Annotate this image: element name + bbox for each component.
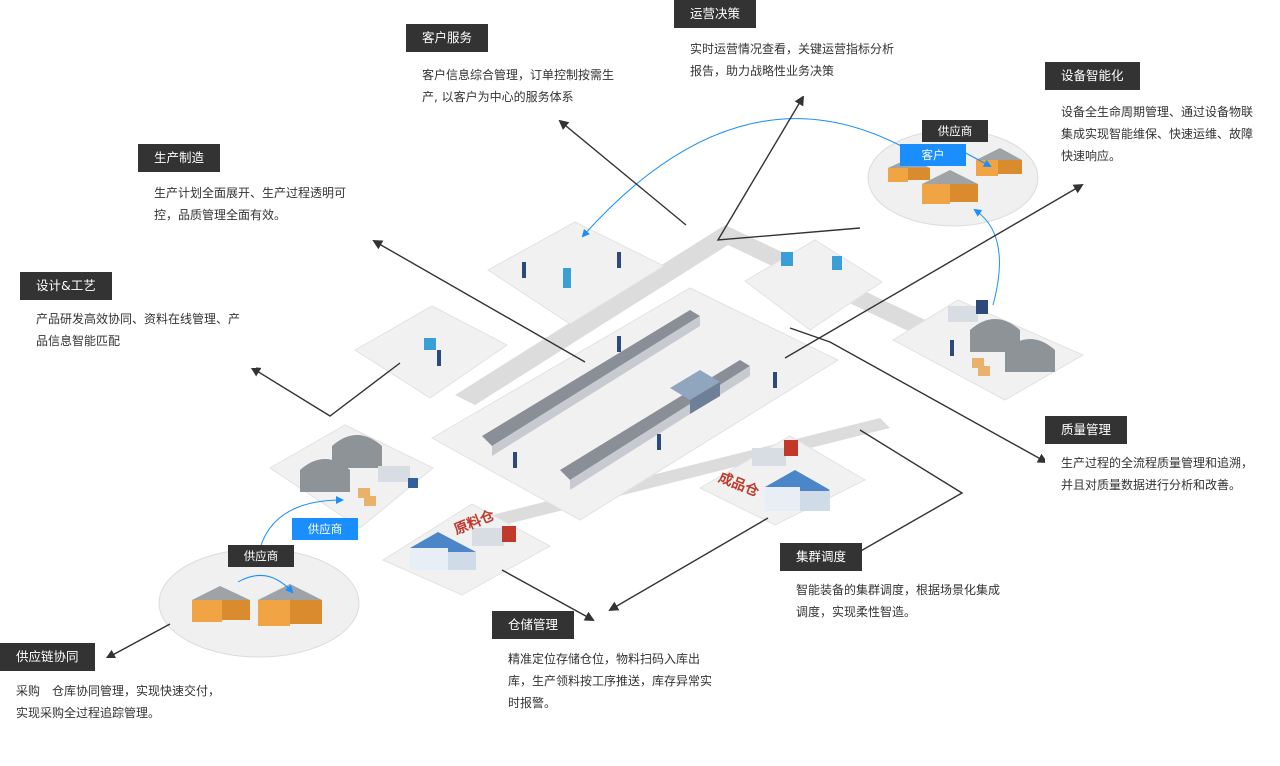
- quality-title: 质量管理: [1045, 416, 1128, 444]
- equipment-intelligence-title: 设备智能化: [1045, 62, 1140, 90]
- supplier-blue-tag: 供应商: [292, 518, 358, 540]
- warehouses: [300, 319, 1055, 570]
- warehouse-title: 仓储管理: [492, 611, 575, 639]
- design-process-title: 设计&工艺: [20, 272, 112, 300]
- customer-tag: 客户: [900, 144, 966, 166]
- supply-chain-title: 供应链协同: [0, 643, 95, 671]
- supplier-tag-bottom: 供应商: [228, 545, 294, 567]
- quality-desc: 生产过程的全流程质量管理和追溯，并且对质量数据进行分析和改善。: [1061, 456, 1254, 492]
- cluster-dispatch-desc: 智能装备的集群调度，根据场景化集成调度，实现柔性智造。: [796, 583, 1001, 619]
- warehouse-card: 精准定位存储仓位，物料扫码入库出库，生产领料按工序推送，库存异常实时报警。: [492, 626, 728, 727]
- cargo-boxes: [358, 358, 990, 506]
- warehouse-desc: 精准定位存储仓位，物料扫码入库出库，生产领料按工序推送，库存异常实时报警。: [508, 652, 713, 710]
- production-line: [482, 310, 750, 490]
- design-process-desc: 产品研发高效协同、资料在线管理、产品信息智能匹配: [36, 312, 241, 348]
- trucks: [378, 300, 988, 546]
- workers: [437, 252, 954, 468]
- supplier-tag-top: 供应商: [922, 120, 988, 142]
- cluster-dispatch-title: 集群调度: [780, 543, 863, 571]
- production-title: 生产制造: [138, 144, 221, 172]
- equipment-intelligence-card: 设备全生命周期管理、通过设备物联集成实现智能维保、快速运维、故障快速响应。: [1045, 77, 1280, 179]
- operations-decision-desc: 实时运营情况查看，关键运营指标分析报告，助力战略性业务决策: [690, 42, 895, 78]
- production-desc: 生产计划全面展开、生产过程透明可控，品质管理全面有效。: [154, 186, 347, 222]
- connector-lines: [105, 95, 1084, 659]
- operations-decision-title: 运营决策: [674, 0, 757, 28]
- supplier-factories: [192, 148, 1022, 626]
- customer-service-title: 客户服务: [406, 24, 489, 52]
- supply-chain-desc: 采购 仓库协同管理，实现快速交付，实现采购全过程追踪管理。: [16, 684, 221, 720]
- screens: [424, 252, 842, 350]
- equipment-intelligence-desc: 设备全生命周期管理、通过设备物联集成实现智能维保、快速运维、故障快速响应。: [1061, 105, 1254, 163]
- customer-service-desc: 客户信息综合管理，订单控制按需生产, 以客户为中心的服务体系: [422, 68, 615, 104]
- supply-chain-card: 采购 仓库协同管理，实现快速交付，实现采购全过程追踪管理。: [0, 658, 236, 740]
- flow-arrows: [237, 118, 1000, 594]
